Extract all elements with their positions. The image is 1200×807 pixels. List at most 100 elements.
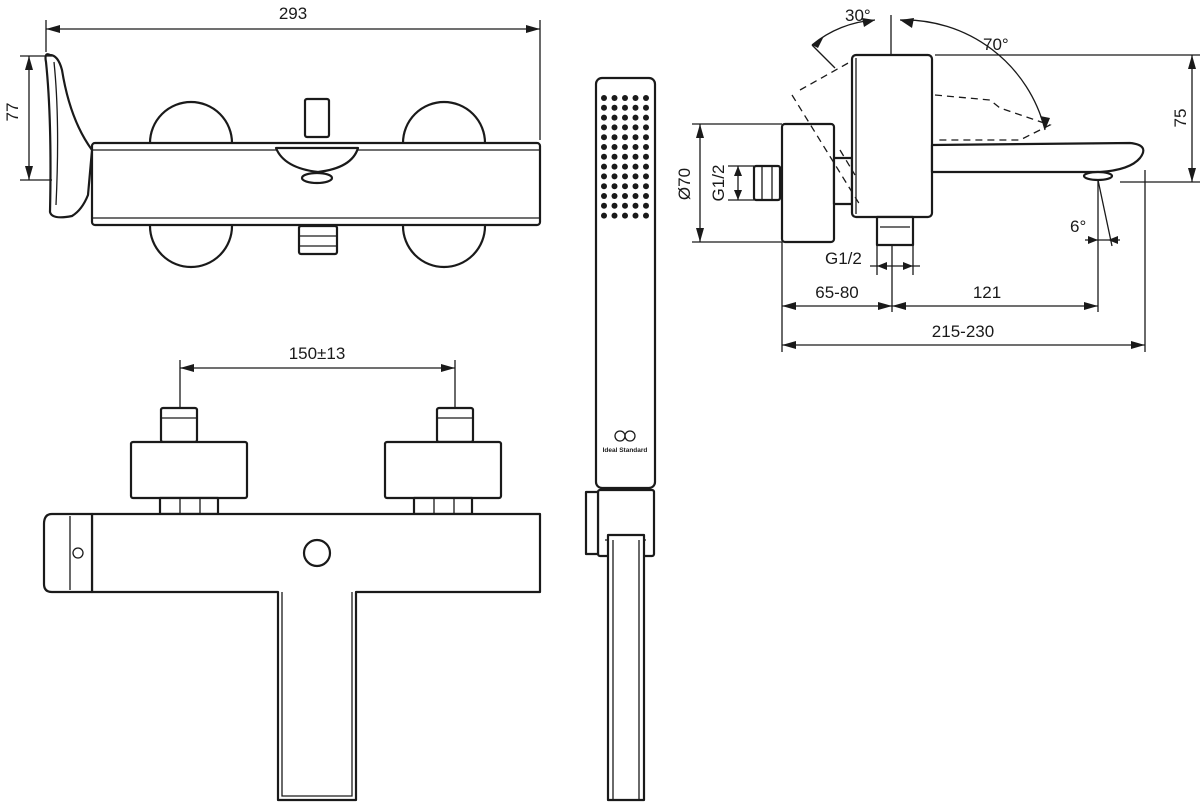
shower-nozzle (632, 95, 639, 101)
shower-nozzle (622, 183, 628, 190)
shower-nozzle (632, 114, 639, 121)
dim-centres: 150±13 (289, 344, 346, 363)
dim-angle-30: 30° (845, 6, 871, 25)
shower-nozzle (611, 153, 618, 160)
wall-connection-block (780, 122, 836, 244)
shower-nozzle (601, 183, 607, 190)
dim-angle-6: 6° (1070, 217, 1086, 236)
shower-nozzle (643, 173, 649, 180)
dim-thread-inlet: G1/2 (709, 165, 728, 202)
shower-nozzle (622, 193, 628, 199)
dim-thread-outlet: G1/2 (825, 249, 862, 268)
side-outlet-nipple (875, 215, 915, 247)
shower-nozzle (622, 95, 628, 101)
shower-nozzle (643, 153, 649, 160)
shower-nozzle (622, 124, 628, 131)
side-elevation-view: 30° 70° 75 Ø70 G1/2 G1/2 (675, 6, 1200, 352)
shower-nozzle (622, 114, 628, 121)
shower-nozzle (611, 144, 618, 150)
right-escutcheon-top (401, 100, 487, 145)
shower-nozzle (622, 163, 628, 170)
shower-nozzle (601, 163, 607, 170)
shower-nozzle (643, 114, 649, 121)
shower-nozzle (611, 163, 618, 170)
shower-nozzle (611, 134, 618, 141)
brand-logo-text: Ideal Standard (603, 447, 648, 454)
dim-overall-width: 293 (279, 4, 307, 23)
shower-nozzle (601, 95, 607, 101)
dim-spout-reach: 121 (973, 283, 1001, 302)
shower-nozzle (632, 183, 639, 190)
shower-nozzle (622, 202, 628, 209)
shower-nozzle (632, 104, 639, 111)
shower-nozzle (632, 173, 639, 180)
shower-nozzle (611, 183, 618, 190)
dim-lever-height: 77 (3, 103, 22, 122)
shower-hose (606, 533, 646, 802)
shower-nozzle (632, 153, 639, 160)
lever-end-plan (42, 512, 94, 594)
shower-nozzle (601, 193, 607, 199)
left-escutcheon-top (148, 100, 234, 145)
shower-nozzle (622, 173, 628, 180)
right-inlet-nipple (435, 406, 475, 444)
shower-nozzle (643, 193, 649, 199)
shower-nozzle (601, 212, 607, 219)
hand-shower-handle (594, 76, 657, 490)
shower-nozzle (601, 153, 607, 160)
diverter-knob (303, 97, 331, 139)
brand-logo: Ideal Standard (603, 430, 648, 454)
shower-nozzle (601, 124, 607, 131)
shower-nozzle (643, 95, 649, 101)
shower-nozzle (622, 134, 628, 141)
dim-angle-70: 70° (983, 35, 1009, 54)
shower-nozzle (611, 202, 618, 209)
shower-nozzle (643, 202, 649, 209)
mixer-lever (44, 53, 94, 219)
shower-nozzle (601, 104, 607, 111)
shower-nozzle (632, 202, 639, 209)
plan-view: 150±13 (42, 344, 542, 802)
shower-nozzle (643, 134, 649, 141)
shower-nozzle (611, 104, 618, 111)
shower-nozzle (622, 144, 628, 150)
inlet-nipple (752, 164, 782, 202)
shower-nozzle (643, 144, 649, 150)
shower-nozzle (611, 193, 618, 199)
shower-nozzle (632, 134, 639, 141)
dim-diameter-70: Ø70 (675, 168, 694, 200)
shower-nozzle (622, 212, 628, 219)
shower-nozzle (632, 212, 639, 219)
left-inlet-nipple (159, 406, 199, 444)
shower-nozzle (611, 124, 618, 131)
dim-height-75: 75 (1171, 109, 1190, 128)
right-eccentric-block (383, 440, 503, 500)
side-body (850, 53, 934, 219)
shower-nozzle (611, 173, 618, 180)
shower-nozzle (632, 144, 639, 150)
dim-wall-offset: 65-80 (815, 283, 858, 302)
shower-nozzle (632, 163, 639, 170)
bath-spout (930, 141, 1145, 174)
right-escutcheon-bottom (401, 224, 487, 269)
shower-nozzle (643, 212, 649, 219)
shower-nozzle (611, 212, 618, 219)
diverter-knob-plan (302, 538, 332, 568)
front-elevation-view: 293 77 (3, 4, 542, 269)
hand-shower-view: Ideal Standard (584, 76, 657, 802)
shower-nozzle (611, 95, 618, 101)
shower-nozzle (611, 114, 618, 121)
shower-nozzle (622, 104, 628, 111)
shower-nozzle (632, 124, 639, 131)
shower-nozzle (601, 134, 607, 141)
shower-nozzle (601, 144, 607, 150)
spout-aerator (1082, 170, 1114, 182)
right-union-nut (412, 496, 474, 516)
dim-total-depth: 215-230 (932, 322, 994, 341)
shower-nozzle (643, 183, 649, 190)
shower-nozzle-grid (601, 95, 649, 219)
shower-nozzle (643, 163, 649, 170)
shower-nozzle (632, 193, 639, 199)
shower-nozzle (643, 104, 649, 111)
